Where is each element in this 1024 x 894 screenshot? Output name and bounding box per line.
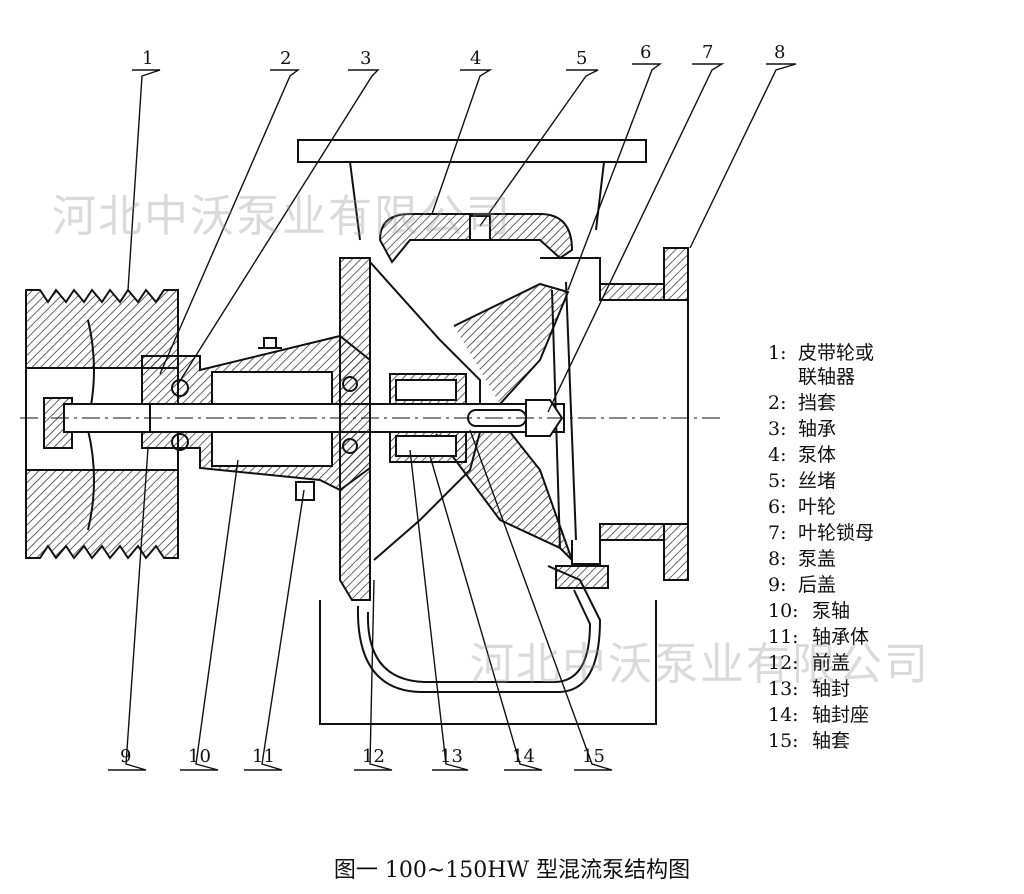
callout-13: 13: [440, 746, 463, 767]
callout-14: 14: [512, 746, 535, 767]
callout-12: 12: [362, 746, 385, 767]
shaft-seal: [389, 373, 467, 463]
figure-caption: 图一 100~150HW 型混流泵结构图: [333, 858, 691, 883]
legend-item-6: 6:叶轮: [768, 496, 837, 518]
callout-1: 1: [142, 48, 153, 69]
legend-item-5: 5:丝堵: [768, 470, 837, 492]
bearing-housing: [141, 334, 371, 501]
impeller: [369, 261, 577, 561]
callout-leaders: [108, 63, 797, 771]
callout-8: 8: [774, 42, 785, 63]
callout-7: 7: [702, 42, 713, 63]
legend-item-13: 13:轴封: [768, 678, 851, 700]
callout-3: 3: [360, 48, 371, 69]
watermark-bottom: 河北中沃泵业有限公司: [470, 639, 930, 690]
legend-item-3: 3:轴承: [768, 418, 837, 440]
callout-9: 9: [120, 746, 131, 767]
legend-item-2: 2:挡套: [768, 392, 837, 414]
callout-numbers: 1 2 3 4 5 6 7 8 9 10 11 12 13 14 15: [120, 42, 785, 767]
callout-11: 11: [252, 746, 275, 767]
callout-10: 10: [188, 746, 211, 767]
legend-item-14: 14:轴封座: [768, 704, 870, 726]
parts-legend: 1:皮带轮或 联轴器 2:挡套 3:轴承 4:泵体 5:丝堵 6:叶轮 7:叶轮…: [768, 340, 1018, 754]
legend-item-4: 4:泵体: [768, 444, 837, 466]
callout-4: 4: [470, 48, 481, 69]
callout-15: 15: [582, 746, 605, 767]
legend-item-9: 9:后盖: [768, 574, 837, 596]
legend-item-12: 12:前盖: [768, 652, 851, 674]
legend-item-10: 10:泵轴: [768, 600, 851, 622]
legend-item-7: 7:叶轮锁母: [768, 522, 875, 544]
callout-2: 2: [280, 48, 291, 69]
callout-6: 6: [640, 42, 651, 63]
legend-item-11: 11:轴承体: [768, 626, 870, 648]
pump-body: [297, 139, 689, 725]
legend-item-1: 1:皮带轮或: [768, 342, 875, 364]
legend-item-15: 15:轴套: [768, 730, 851, 752]
legend-item-8: 8:泵盖: [768, 548, 837, 570]
legend-item-1-cont: 联轴器: [798, 366, 856, 388]
callout-5: 5: [576, 48, 587, 69]
watermark-top: 河北中沃泵业有限公司: [52, 191, 512, 242]
